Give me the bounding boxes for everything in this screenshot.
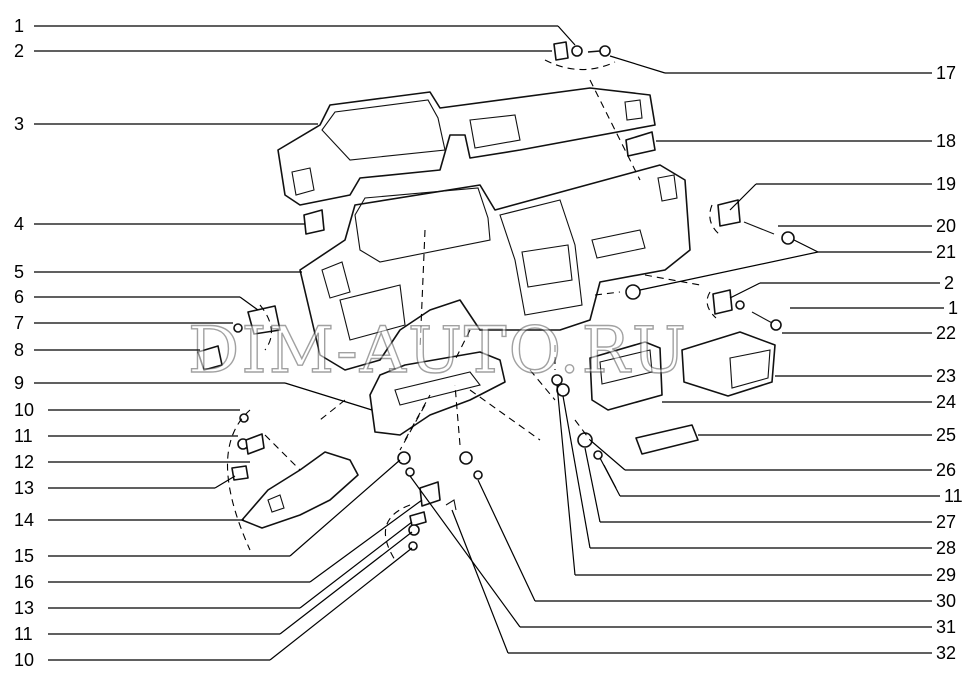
callout-number: 28: [936, 538, 956, 558]
right-callouts: 17 18 19 20 21 2 1 22 23 24 25 26 11 27 …: [409, 55, 963, 663]
callout-number: 2: [14, 41, 24, 61]
storage-pocket: [681, 331, 776, 397]
callout-number: 21: [936, 242, 956, 262]
callout-left-1: 1: [14, 16, 576, 46]
callout-right-30: 30: [477, 479, 956, 611]
callout-right-32: 32: [451, 509, 956, 663]
assembly-dashed-lines: [227, 59, 721, 561]
callout-left-10b: 10: [14, 547, 413, 670]
callout-left-3: 3: [14, 114, 318, 134]
callout-number: 7: [14, 313, 24, 333]
callout-number: 12: [14, 452, 34, 472]
callout-number: 1: [948, 298, 958, 318]
callout-left-5: 5: [14, 262, 302, 282]
callout-number: 1: [14, 16, 24, 36]
callout-left-15: 15: [14, 459, 401, 566]
callout-number: 24: [936, 392, 956, 412]
callout-number: 9: [14, 373, 24, 393]
glove-box-lid: [241, 451, 359, 529]
callout-right-23: 23: [775, 366, 956, 386]
callout-number: 32: [936, 643, 956, 663]
watermark-text: DIM-AUTO.RU: [188, 314, 688, 388]
callout-number: 6: [14, 287, 24, 307]
callout-number: 16: [14, 572, 34, 592]
callout-right-28: 28: [562, 395, 956, 558]
callout-right-22: 22: [782, 323, 956, 343]
callout-right-31: 31: [409, 475, 956, 637]
callout-left-11: 11: [14, 426, 238, 446]
main-dashboard-body: [299, 164, 691, 371]
center-console-bezel: [589, 341, 663, 411]
callout-number: 11: [14, 426, 33, 446]
callout-left-6: 6: [14, 287, 259, 311]
callout-left-13b: 13: [14, 521, 413, 618]
callout-number: 19: [936, 174, 956, 194]
callout-number: 10: [14, 650, 34, 670]
callout-left-14: 14: [14, 510, 244, 530]
callout-left-4: 4: [14, 214, 305, 234]
callout-number: 13: [14, 598, 34, 618]
callout-right-1: 1: [790, 298, 958, 318]
callout-right-29: 29: [556, 384, 956, 585]
callout-number: 25: [936, 425, 956, 445]
upper-dashboard-panel: [277, 87, 656, 206]
left-callouts: 1 2 3 4 5 6 7 8 9 10 11 12 13 14 15 16 1…: [14, 16, 576, 670]
callout-right-25: 25: [698, 425, 956, 445]
callout-left-12: 12: [14, 452, 250, 472]
callout-left-9: 9: [14, 373, 373, 411]
callout-number: 18: [936, 131, 956, 151]
callout-number: 26: [936, 460, 956, 480]
callout-left-16: 16: [14, 499, 423, 592]
callout-number: 11: [944, 486, 963, 506]
callout-left-2: 2: [14, 41, 552, 61]
callout-number: 4: [14, 214, 24, 234]
fastener-parts: [197, 41, 795, 551]
callout-number: 8: [14, 340, 24, 360]
ashtray-cover: [635, 424, 699, 455]
callout-left-7: 7: [14, 313, 233, 333]
callout-left-8: 8: [14, 340, 200, 360]
callout-number: 20: [936, 216, 956, 236]
callout-right-26: 26: [589, 439, 956, 480]
callout-right-20: 20: [778, 216, 956, 236]
callout-number: 23: [936, 366, 956, 386]
callout-number: 13: [14, 478, 34, 498]
callout-number: 27: [936, 512, 956, 532]
callout-number: 15: [14, 546, 34, 566]
callout-right-18: 18: [656, 131, 956, 151]
callout-right-11: 11: [599, 457, 963, 506]
callout-number: 17: [936, 63, 956, 83]
callout-right-24: 24: [662, 392, 956, 412]
callout-left-13: 13: [14, 475, 236, 498]
callout-number: 30: [936, 591, 956, 611]
callout-right-21: 21: [639, 239, 956, 291]
callout-right-19: 19: [729, 174, 956, 211]
callout-number: 31: [936, 617, 956, 637]
callout-right-27: 27: [584, 447, 956, 532]
callout-number: 22: [936, 323, 956, 343]
instrument-cluster-cover: [369, 351, 506, 436]
callout-right-17: 17: [609, 55, 956, 83]
callout-number: 2: [944, 273, 954, 293]
callout-left-11b: 11: [14, 531, 413, 644]
callout-number: 29: [936, 565, 956, 585]
callout-number: 14: [14, 510, 34, 530]
callout-left-10: 10: [14, 400, 240, 420]
callout-number: 3: [14, 114, 24, 134]
callout-number: 11: [14, 624, 33, 644]
callout-number: 10: [14, 400, 34, 420]
callout-number: 5: [14, 262, 24, 282]
callout-right-2: 2: [729, 273, 954, 299]
